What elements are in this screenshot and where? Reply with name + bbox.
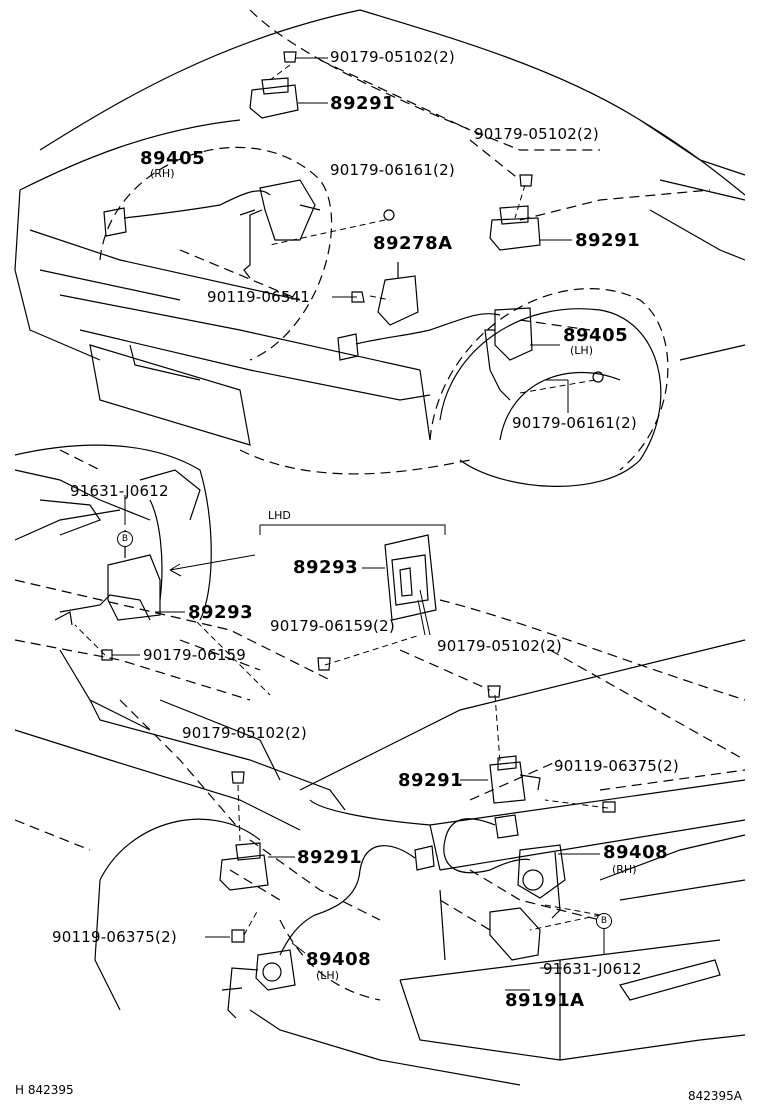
label-part-89291-lower-left: 89291 bbox=[297, 847, 363, 868]
label-part-90179-06159: 90179-06159 bbox=[143, 646, 247, 664]
height-sensor-lh-lower bbox=[221, 845, 435, 1019]
ecu-89293 bbox=[384, 534, 437, 621]
label-part-89191a: 89191A bbox=[505, 990, 585, 1011]
reference-code-right: 842395A bbox=[688, 1089, 743, 1103]
upper-hidden-lines bbox=[59, 9, 711, 475]
fastener-axis-lines bbox=[74, 64, 609, 936]
label-part-90179-05102-right: 90179-05102(2) bbox=[474, 125, 599, 143]
label-rh-89408: (RH) bbox=[612, 863, 637, 876]
label-part-89405-lh: 89405 bbox=[563, 325, 629, 346]
upper-car-outline bbox=[14, 9, 746, 446]
label-part-89291-right: 89291 bbox=[575, 230, 641, 251]
marker-b-lower: B bbox=[596, 913, 612, 929]
label-lh-89408: (LH) bbox=[316, 969, 339, 982]
label-part-89291-upper: 89291 bbox=[330, 93, 396, 114]
label-part-89405-rh: 89405 bbox=[140, 148, 206, 169]
label-part-89293-bracket: 89293 bbox=[188, 602, 254, 623]
bracket-89191a bbox=[489, 907, 541, 961]
label-part-89408-rh: 89408 bbox=[603, 842, 669, 863]
label-part-90179-06161-upper: 90179-06161(2) bbox=[330, 161, 455, 179]
label-rh-89405: (RH) bbox=[150, 167, 175, 180]
lower-car-outline bbox=[14, 639, 746, 1086]
label-lhd: LHD bbox=[268, 509, 291, 522]
label-part-90119-06375-right: 90119-06375(2) bbox=[554, 757, 679, 775]
fasteners bbox=[101, 51, 616, 943]
label-part-89291-lower-right: 89291 bbox=[398, 770, 464, 791]
label-part-89278a: 89278A bbox=[373, 233, 453, 254]
marker-b-upper: B bbox=[117, 531, 133, 547]
label-lh-89405: (LH) bbox=[570, 344, 593, 357]
label-part-91631-j0612-lower: 91631-J0612 bbox=[543, 960, 642, 978]
reference-code-left: H 842395 bbox=[15, 1083, 74, 1097]
height-sensor-rh-lower bbox=[443, 814, 566, 919]
middle-hidden-lines bbox=[14, 579, 746, 761]
label-part-90179-06161-lower: 90179-06161(2) bbox=[512, 414, 637, 432]
upper-wheel bbox=[439, 308, 662, 487]
middle-car-outline bbox=[14, 444, 212, 731]
height-sensor-rh-upper bbox=[103, 179, 321, 279]
leader-lines bbox=[112, 57, 605, 991]
label-part-91631-j0612-upper: 91631-J0612 bbox=[70, 482, 169, 500]
lower-hidden-lines bbox=[14, 699, 746, 1001]
ecu-89293-bracket bbox=[54, 530, 161, 626]
label-part-89408-lh: 89408 bbox=[306, 949, 372, 970]
label-part-90119-06375-left: 90119-06375(2) bbox=[52, 928, 177, 946]
label-part-90119-06541: 90119-06541 bbox=[207, 288, 311, 306]
label-part-90179-05102-upper: 90179-05102(2) bbox=[330, 48, 455, 66]
actuator-parts bbox=[219, 77, 541, 891]
label-part-90179-06159-2: 90179-06159(2) bbox=[270, 617, 395, 635]
label-part-90179-05102-lower: 90179-05102(2) bbox=[182, 724, 307, 742]
lhd-arrow bbox=[169, 554, 256, 577]
label-part-90179-05102-middle: 90179-05102(2) bbox=[437, 637, 562, 655]
sensor-89278a bbox=[377, 275, 419, 326]
height-sensor-lh-upper bbox=[337, 307, 533, 401]
label-part-89293-ecu: 89293 bbox=[293, 557, 359, 578]
